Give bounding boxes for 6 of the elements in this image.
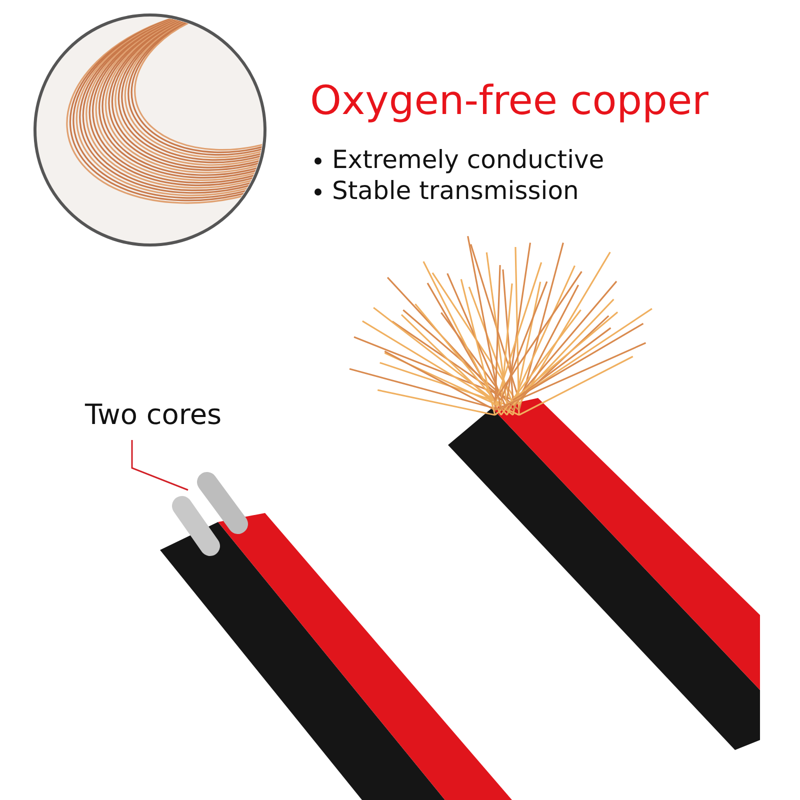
headline: Oxygen-free copper [310, 78, 708, 124]
feature-text: Stable transmission [332, 176, 579, 205]
callout-label: Two cores [85, 398, 222, 431]
leader-line [131, 440, 188, 491]
feature-text: Extremely conductive [332, 145, 604, 174]
wire-cores-drawing [172, 472, 248, 556]
